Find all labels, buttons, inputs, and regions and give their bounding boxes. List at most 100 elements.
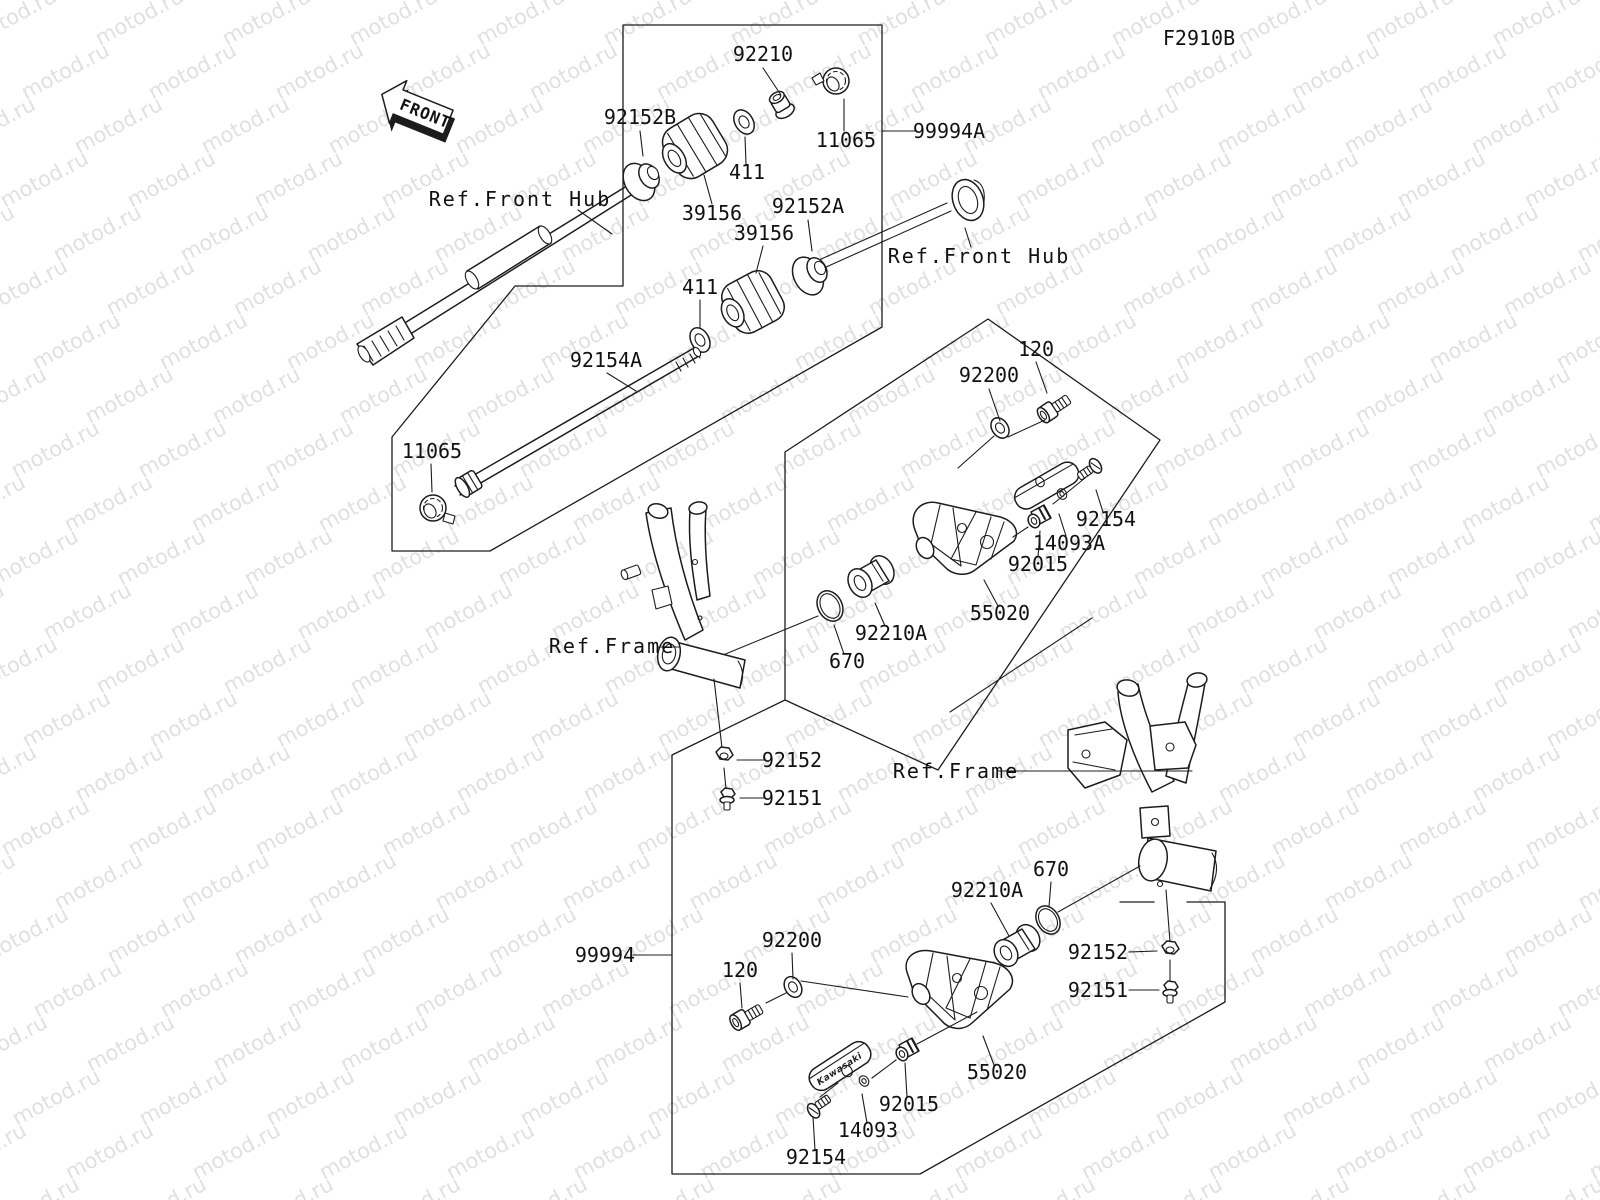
watermark-text: motod.ru <box>367 524 463 590</box>
watermark-text: motod.ru <box>198 740 294 806</box>
part-11065-cap-upper <box>811 67 850 95</box>
part-label-14093: 14093 <box>838 1118 898 1142</box>
watermark-text: motod.ru <box>176 200 272 266</box>
leader-line-92210A <box>990 902 1010 937</box>
part-label-92200: 92200 <box>762 928 822 952</box>
watermark-text: motod.ru <box>1415 686 1511 752</box>
watermark-text: motod.ru <box>1012 146 1108 212</box>
watermark-text: motod.ru <box>1139 146 1235 212</box>
part-label-11065: 11065 <box>816 128 876 152</box>
watermark-text: motod.ru <box>0 632 61 698</box>
watermark-text: motod.ru <box>314 470 410 536</box>
watermark-text: motod.ru <box>1458 1118 1554 1184</box>
watermark-text: motod.ru <box>1404 416 1500 482</box>
watermark-text: motod.ru <box>303 200 399 266</box>
part-label-92200: 92200 <box>959 363 1019 387</box>
watermark-text: motod.ru <box>0 902 72 968</box>
watermark-text: motod.ru <box>378 794 474 860</box>
watermark-text: motod.ru <box>1573 200 1600 266</box>
part-92152-nut-mid <box>715 746 734 761</box>
watermark-text: motod.ru <box>49 200 145 266</box>
watermark-text: motod.ru <box>272 686 368 752</box>
watermark-text: motod.ru <box>250 146 346 212</box>
part-92015-bushing-bot <box>895 1037 920 1062</box>
watermark-text: motod.ru <box>1414 38 1510 104</box>
watermark-text: motod.ru <box>579 740 675 806</box>
watermark-text: motod.ru <box>1033 38 1129 104</box>
watermark-text: motod.ru <box>769 416 865 482</box>
watermark-text: motod.ru <box>1511 1172 1600 1200</box>
watermark-text: motod.ru <box>1055 578 1151 644</box>
watermark-text: motod.ru <box>389 1064 485 1130</box>
part-label-92210A: 92210A <box>855 621 927 645</box>
leader-line-92200 <box>791 952 794 980</box>
watermark-text: motod.ru <box>219 632 315 698</box>
watermark-text: motod.ru <box>1003 1172 1099 1200</box>
watermark-text: motod.ru <box>0 578 8 644</box>
leader-line-92015 <box>1037 530 1041 558</box>
leader-line-92152A <box>807 219 813 252</box>
watermark-text: motod.ru <box>218 0 314 50</box>
watermark-text: motod.ru <box>0 1118 30 1184</box>
part-11065-cap-lower <box>419 494 456 525</box>
watermark-text: motod.ru <box>791 956 887 1022</box>
watermark-text: motod.ru <box>123 146 219 212</box>
watermark-text: motod.ru <box>230 902 326 968</box>
part-92154-screw-mid <box>1076 457 1103 481</box>
part-label-120: 120 <box>722 958 758 982</box>
watermark-text: motod.ru <box>82 1010 178 1076</box>
watermark-text: motod.ru <box>0 200 18 266</box>
watermark-text: motod.ru <box>472 0 568 50</box>
leader-line-120 <box>739 982 743 1009</box>
part-label-99994: 99994 <box>575 943 635 967</box>
watermark-text: motod.ru <box>1457 470 1553 536</box>
part-39156-slider-lower <box>720 270 785 334</box>
part-label-92152B: 92152B <box>604 105 676 129</box>
leader-line-120 <box>1035 361 1048 394</box>
watermark-text: motod.ru <box>1204 1118 1300 1184</box>
watermark-text: motod.ru <box>463 1010 559 1076</box>
watermark-text: motod.ru <box>1393 146 1489 212</box>
leader-line-92154A <box>606 372 637 392</box>
leader-line-39156 <box>755 245 764 274</box>
watermark-text: motod.ru <box>1224 362 1320 428</box>
part-label-92154: 92154 <box>786 1145 846 1169</box>
part-label-92151: 92151 <box>762 786 822 810</box>
watermark-text: motod.ru <box>1320 848 1416 914</box>
watermark-text: motod.ru <box>1352 1010 1448 1076</box>
part-label-92152: 92152 <box>762 748 822 772</box>
watermark-text: motod.ru <box>0 362 50 428</box>
watermark-text: motod.ru <box>241 1172 337 1200</box>
part-label-14093A: 14093A <box>1033 531 1105 555</box>
watermark-text: motod.ru <box>293 578 389 644</box>
watermark-text: motod.ru <box>516 1064 612 1130</box>
watermark-text: motod.ru <box>283 956 379 1022</box>
part-92151-bolt-bot <box>1162 980 1179 1004</box>
front-axle-lower-line <box>809 202 952 273</box>
watermark-text: motod.ru <box>71 740 167 806</box>
watermark-text: motod.ru <box>336 1010 432 1076</box>
watermark-text: motod.ru <box>515 416 611 482</box>
leader-line-92152B <box>639 130 644 157</box>
watermark-text: motod.ru <box>91 0 187 50</box>
leader-line-92152 <box>1128 950 1158 953</box>
part-label-411: 411 <box>729 160 765 184</box>
watermark-text: motod.ru <box>642 416 738 482</box>
watermark-text: motod.ru <box>462 362 558 428</box>
watermark-text: motod.ru <box>1203 470 1299 536</box>
part-label-92015: 92015 <box>879 1092 939 1116</box>
part-label-39156: 39156 <box>682 201 742 225</box>
watermark-text: motod.ru <box>1405 1064 1501 1130</box>
watermark-text: motod.ru <box>81 362 177 428</box>
watermark-text: motod.ru <box>102 254 198 320</box>
part-label-55020: 55020 <box>970 601 1030 625</box>
watermark-text: motod.ru <box>346 632 442 698</box>
watermark-text: motod.ru <box>525 38 621 104</box>
watermark-text: motod.ru <box>177 848 273 914</box>
front-arrow-body <box>381 79 454 136</box>
part-670-oring-mid <box>816 590 844 622</box>
part-120-bolt-bot <box>729 1004 764 1032</box>
group-link-line <box>949 617 1093 713</box>
part-411-washer-lower <box>689 327 711 353</box>
watermark-text: motod.ru <box>1172 956 1268 1022</box>
